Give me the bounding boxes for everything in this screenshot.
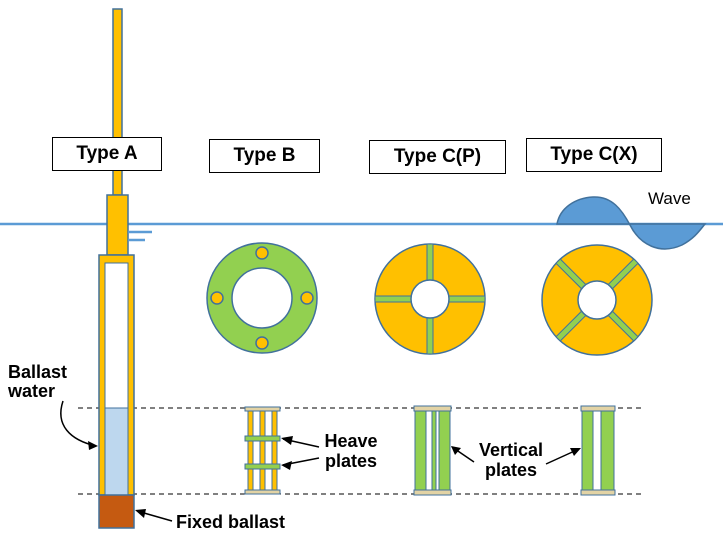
ballast-water-label-line1: Ballast bbox=[8, 362, 68, 382]
fixed-ballast-label: Fixed ballast bbox=[176, 512, 286, 532]
ballast-water-fill bbox=[104, 407, 129, 496]
type-cx-side-left-plate bbox=[581, 409, 594, 493]
heave-plates-label-line2: plates bbox=[324, 451, 378, 471]
type-cx-label-box: Type C(X) bbox=[526, 138, 662, 172]
type-cx-side-view bbox=[580, 405, 616, 496]
vertical-plate-arrowhead-2 bbox=[570, 448, 581, 456]
fixed-ballast-arrowhead bbox=[135, 509, 146, 518]
heave-plate-arrowhead-2 bbox=[281, 461, 292, 470]
ballast-water-label-line2: water bbox=[8, 381, 56, 401]
type-cp-side-mid-1 bbox=[425, 409, 433, 493]
type-b-end-plate-bottom bbox=[244, 489, 281, 495]
type-cx-end-plate-bottom bbox=[580, 489, 616, 496]
type-b-center-hole bbox=[231, 267, 293, 329]
type-b-column-1 bbox=[247, 407, 254, 495]
type-a-label-box: Type A bbox=[52, 137, 162, 171]
type-b-side-view bbox=[244, 406, 281, 495]
heave-plate-arrowhead-1 bbox=[281, 436, 293, 445]
type-cx-side-gap bbox=[592, 409, 602, 493]
vertical-plates-label-line2: plates bbox=[484, 460, 538, 480]
type-b-column-right bbox=[300, 291, 314, 305]
type-cx-end-plate-top bbox=[580, 405, 616, 412]
heave-plates-label-line1: Heave bbox=[324, 431, 378, 451]
vertical-plate-arrowhead-1 bbox=[451, 446, 461, 455]
type-cp-plan-view bbox=[374, 243, 486, 355]
type-cp-end-plate-top bbox=[413, 405, 452, 412]
type-cx-center-hole bbox=[577, 280, 617, 320]
type-cp-side-view bbox=[413, 405, 452, 496]
type-a-spar bbox=[98, 8, 152, 529]
type-b-column-top bbox=[255, 246, 269, 260]
type-cp-end-plate-bottom bbox=[413, 489, 452, 496]
type-cp-center-hole bbox=[410, 279, 450, 319]
type-b-column-2 bbox=[259, 407, 266, 495]
type-cp-side-right-plate bbox=[438, 409, 451, 493]
type-b-column-left bbox=[210, 291, 224, 305]
type-b-end-plate-top bbox=[244, 406, 281, 412]
ballast-water-arrowhead bbox=[88, 441, 98, 450]
type-b-heave-plate-1 bbox=[244, 435, 281, 442]
type-b-label-box: Type B bbox=[209, 139, 320, 173]
type-b-heave-plate-2 bbox=[244, 463, 281, 470]
type-cx-plan-view bbox=[541, 244, 653, 356]
wave-shape bbox=[556, 196, 707, 250]
type-cp-plate-right bbox=[447, 295, 486, 303]
wave-label: Wave bbox=[648, 189, 691, 208]
type-cp-side-center-plate bbox=[431, 409, 437, 493]
type-b-column-bottom bbox=[255, 336, 269, 350]
vertical-plates-label-line1: Vertical bbox=[478, 440, 544, 460]
type-cp-side-left-plate bbox=[414, 409, 427, 493]
type-cp-plate-bottom bbox=[426, 316, 434, 355]
type-b-column-3 bbox=[271, 407, 278, 495]
type-cp-plate-top bbox=[426, 243, 434, 282]
type-cp-label-box: Type C(P) bbox=[369, 140, 506, 174]
type-cx-side-right-plate bbox=[600, 409, 615, 493]
spar-neck bbox=[106, 194, 129, 256]
fixed-ballast-block bbox=[98, 494, 135, 529]
type-cp-plate-left bbox=[374, 295, 413, 303]
type-b-plan-view bbox=[206, 242, 318, 354]
